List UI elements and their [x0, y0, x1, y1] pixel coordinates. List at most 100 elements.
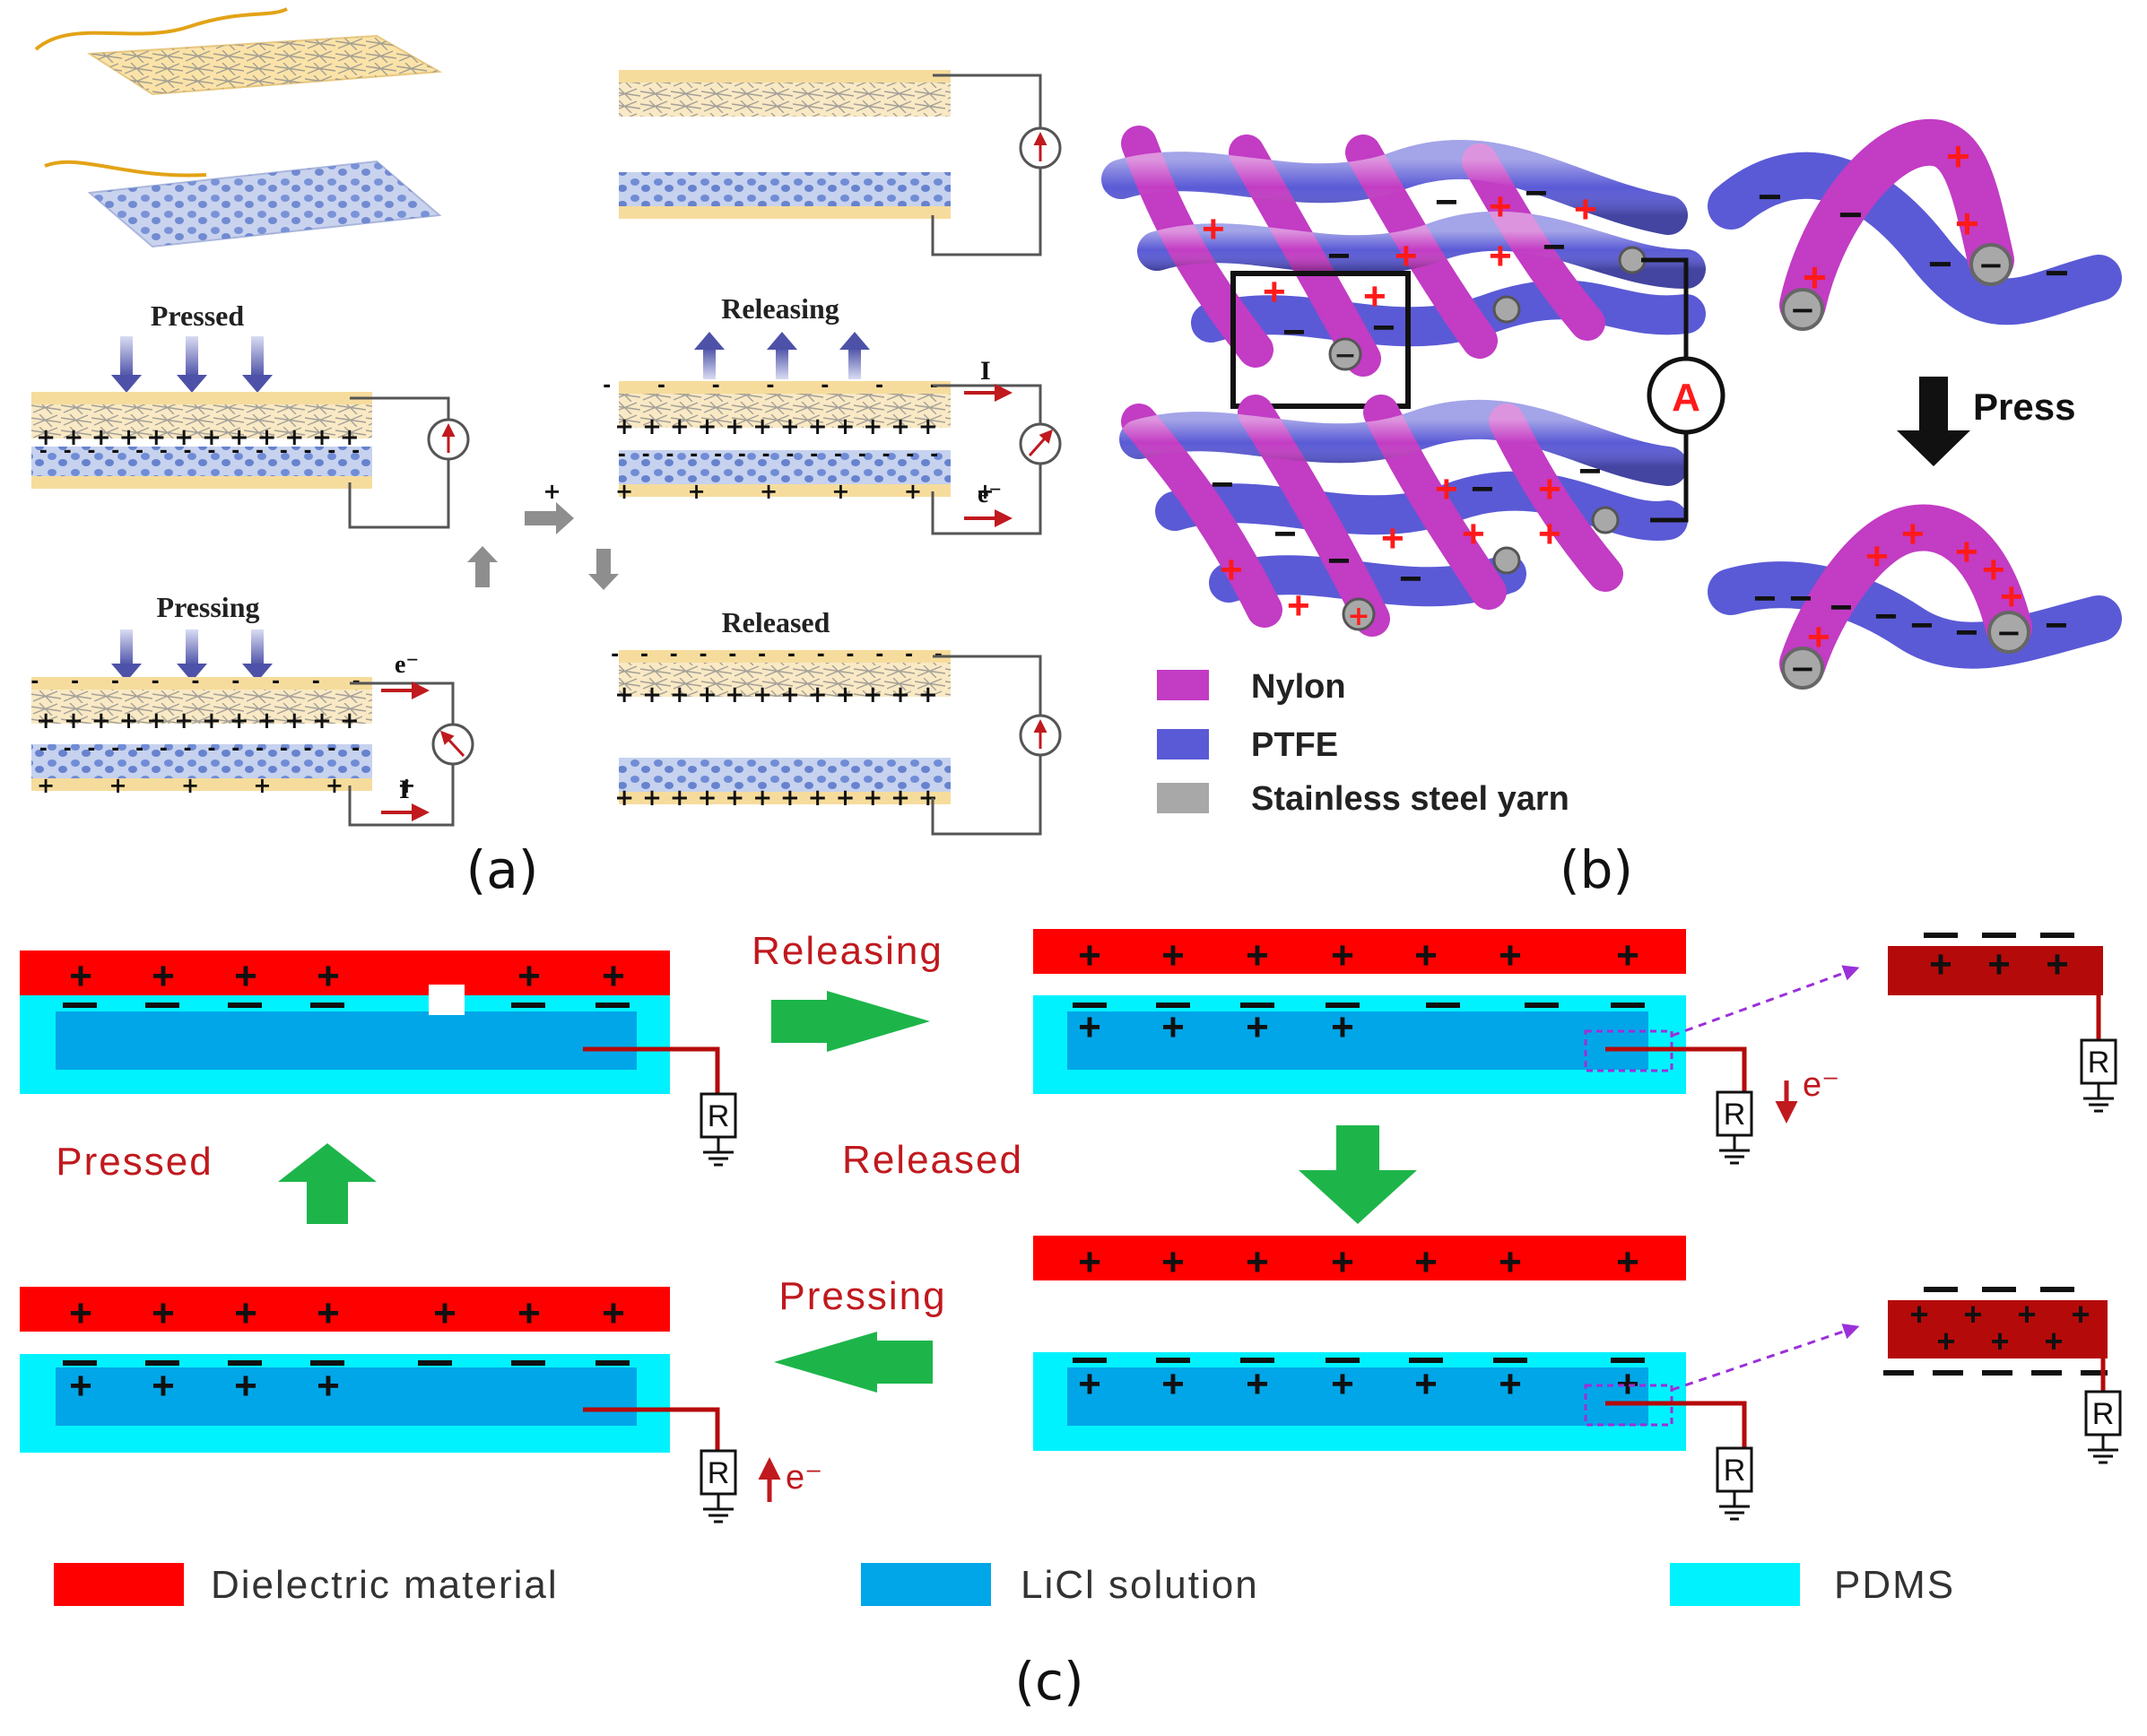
svg-text:R: R — [2088, 1046, 2110, 1080]
svg-text:+ + + + + + +: + + + + + + + — [0, 773, 439, 798]
svg-text:+: + — [1414, 1362, 1438, 1406]
svg-text:+: + — [1982, 548, 2005, 592]
legend-swatch-pdms — [1670, 1563, 1800, 1606]
legend-swatch-licl — [861, 1563, 991, 1606]
svg-text:+: + — [1363, 274, 1386, 318]
svg-text:+: + — [1078, 1240, 1101, 1284]
cycle-arrows — [467, 502, 619, 590]
svg-text:+: + — [1955, 530, 1978, 574]
svg-text:−: − — [1910, 603, 1934, 647]
svg-text:R: R — [708, 1099, 730, 1133]
svg-text:+: + — [1489, 185, 1512, 229]
c-zoom-inset-releasing: +++ R — [1888, 933, 2117, 1113]
panel-b: + + + + + + + − − − − − − − — [1101, 118, 2122, 900]
svg-text:+: + — [1499, 933, 1522, 977]
legend-dielectric: Dielectric material — [211, 1563, 559, 1607]
svg-text:+: + — [1616, 1240, 1639, 1284]
state-released: Released - - - - - - - - - - - - +++++++… — [611, 606, 1062, 836]
svg-text:+: + — [2000, 575, 2023, 619]
svg-text:+: + — [1078, 1005, 1101, 1049]
pressing-arrows — [111, 629, 273, 681]
svg-text:R: R — [1724, 1098, 1746, 1132]
svg-text:+: + — [1078, 933, 1101, 977]
svg-text:−: − — [1327, 234, 1351, 278]
svg-text:−: − — [1525, 171, 1548, 215]
svg-text:e⁻: e⁻ — [978, 481, 1002, 508]
svg-text:+: + — [1574, 187, 1597, 231]
svg-text:+: + — [1331, 1240, 1354, 1284]
svg-text:−: − — [1753, 577, 1777, 621]
bottom-dotted-sheet — [44, 160, 442, 248]
svg-text:+: + — [517, 954, 541, 998]
svg-text:+: + — [152, 954, 175, 998]
svg-text:+: + — [1246, 1240, 1269, 1284]
svg-text:+: + — [1414, 1240, 1438, 1284]
legend-pdms: PDMS — [1834, 1563, 1955, 1607]
c-state-releasing: ++ ++ ++ + ++ ++ R e⁻ — [1033, 929, 1860, 1165]
svg-text:+: + — [2046, 942, 2069, 986]
state-releasing: Releasing - - - - - - - ++++++++++++ - -… — [543, 292, 1062, 535]
svg-text:−: − — [1928, 240, 1952, 287]
svg-text:+: + — [1395, 234, 1418, 278]
svg-text:−: − — [2045, 249, 2069, 296]
legend-swatch-steel — [1157, 783, 1209, 813]
svg-text:−: − — [1471, 467, 1494, 511]
green-arrow-left — [774, 1332, 933, 1393]
zoomed-yarn-after: − − + + + + + + − − − − − − − — [1708, 504, 2122, 690]
svg-text:- - - - - - - - - - - -: - - - - - - - - - - - - — [611, 644, 950, 666]
svg-text:+: + — [1435, 467, 1458, 511]
svg-text:+: + — [1946, 133, 1970, 179]
svg-text:−: − — [1838, 191, 1863, 238]
svg-text:+: + — [1499, 1362, 1522, 1406]
svg-text:+: + — [2044, 1323, 2063, 1359]
state-label-released: Released — [722, 606, 830, 638]
svg-text:−: − — [1273, 512, 1297, 556]
svg-text:+: + — [1909, 1296, 1928, 1332]
svg-text:++++++++++++: ++++++++++++ — [614, 785, 945, 812]
svg-text:−: − — [1435, 180, 1458, 224]
svg-text:+: + — [1616, 933, 1639, 977]
svg-text:+: + — [1499, 1240, 1522, 1284]
svg-text:+: + — [1414, 933, 1438, 977]
svg-text:++++++++++++: ++++++++++++ — [614, 681, 945, 708]
svg-text:- - - - - - - - - - - - - -: - - - - - - - - - - - - - - — [618, 444, 943, 466]
c-state-pressed: ++ ++ ++ R — [20, 950, 737, 1167]
svg-text:+: + — [1078, 1362, 1101, 1406]
svg-text:−: − — [1790, 651, 1816, 687]
svg-text:+: + — [1331, 933, 1354, 977]
svg-text:+: + — [1807, 615, 1830, 659]
panel-label-a: (a) — [466, 839, 539, 900]
svg-text:+: + — [602, 954, 625, 998]
svg-text:R: R — [708, 1456, 730, 1490]
svg-text:+: + — [152, 1291, 175, 1335]
c-state-label-pressed: Pressed — [56, 1140, 213, 1184]
svg-text:−: − — [1372, 306, 1395, 350]
svg-text:−: − — [1789, 577, 1812, 621]
ammeter-label: A — [1672, 376, 1700, 420]
svg-text:+: + — [1161, 1240, 1185, 1284]
svg-text:−: − — [1334, 340, 1356, 371]
svg-text:+: + — [2017, 1296, 2036, 1332]
svg-text:+: + — [1287, 584, 1310, 628]
svg-text:- - - - - - - - -: - - - - - - - - - — [30, 671, 372, 693]
svg-text:+: + — [1955, 200, 1979, 247]
svg-text:+ + + + + + +: + + + + + + + — [543, 479, 1018, 504]
svg-text:I: I — [399, 775, 410, 804]
release-arrows — [694, 332, 870, 379]
svg-text:+: + — [1246, 933, 1269, 977]
svg-text:+: + — [1901, 512, 1925, 556]
legend-ptfe: PTFE — [1251, 726, 1338, 764]
svg-text:e⁻: e⁻ — [1803, 1066, 1839, 1104]
press-arrows — [111, 336, 273, 393]
svg-text:−: − — [1578, 449, 1602, 493]
legend-swatch-dielectric — [54, 1563, 184, 1606]
c-state-label-pressing: Pressing — [778, 1274, 946, 1318]
state-label-pressed: Pressed — [151, 299, 244, 332]
panel-c: ++ ++ ++ R Pressed Releasing — [20, 929, 2122, 1712]
svg-text:+: + — [317, 954, 340, 998]
svg-text:+: + — [1963, 1296, 1982, 1332]
svg-text:−: − — [1282, 310, 1306, 354]
legend-steel: Stainless steel yarn — [1251, 780, 1569, 818]
green-arrow-right — [771, 991, 930, 1052]
